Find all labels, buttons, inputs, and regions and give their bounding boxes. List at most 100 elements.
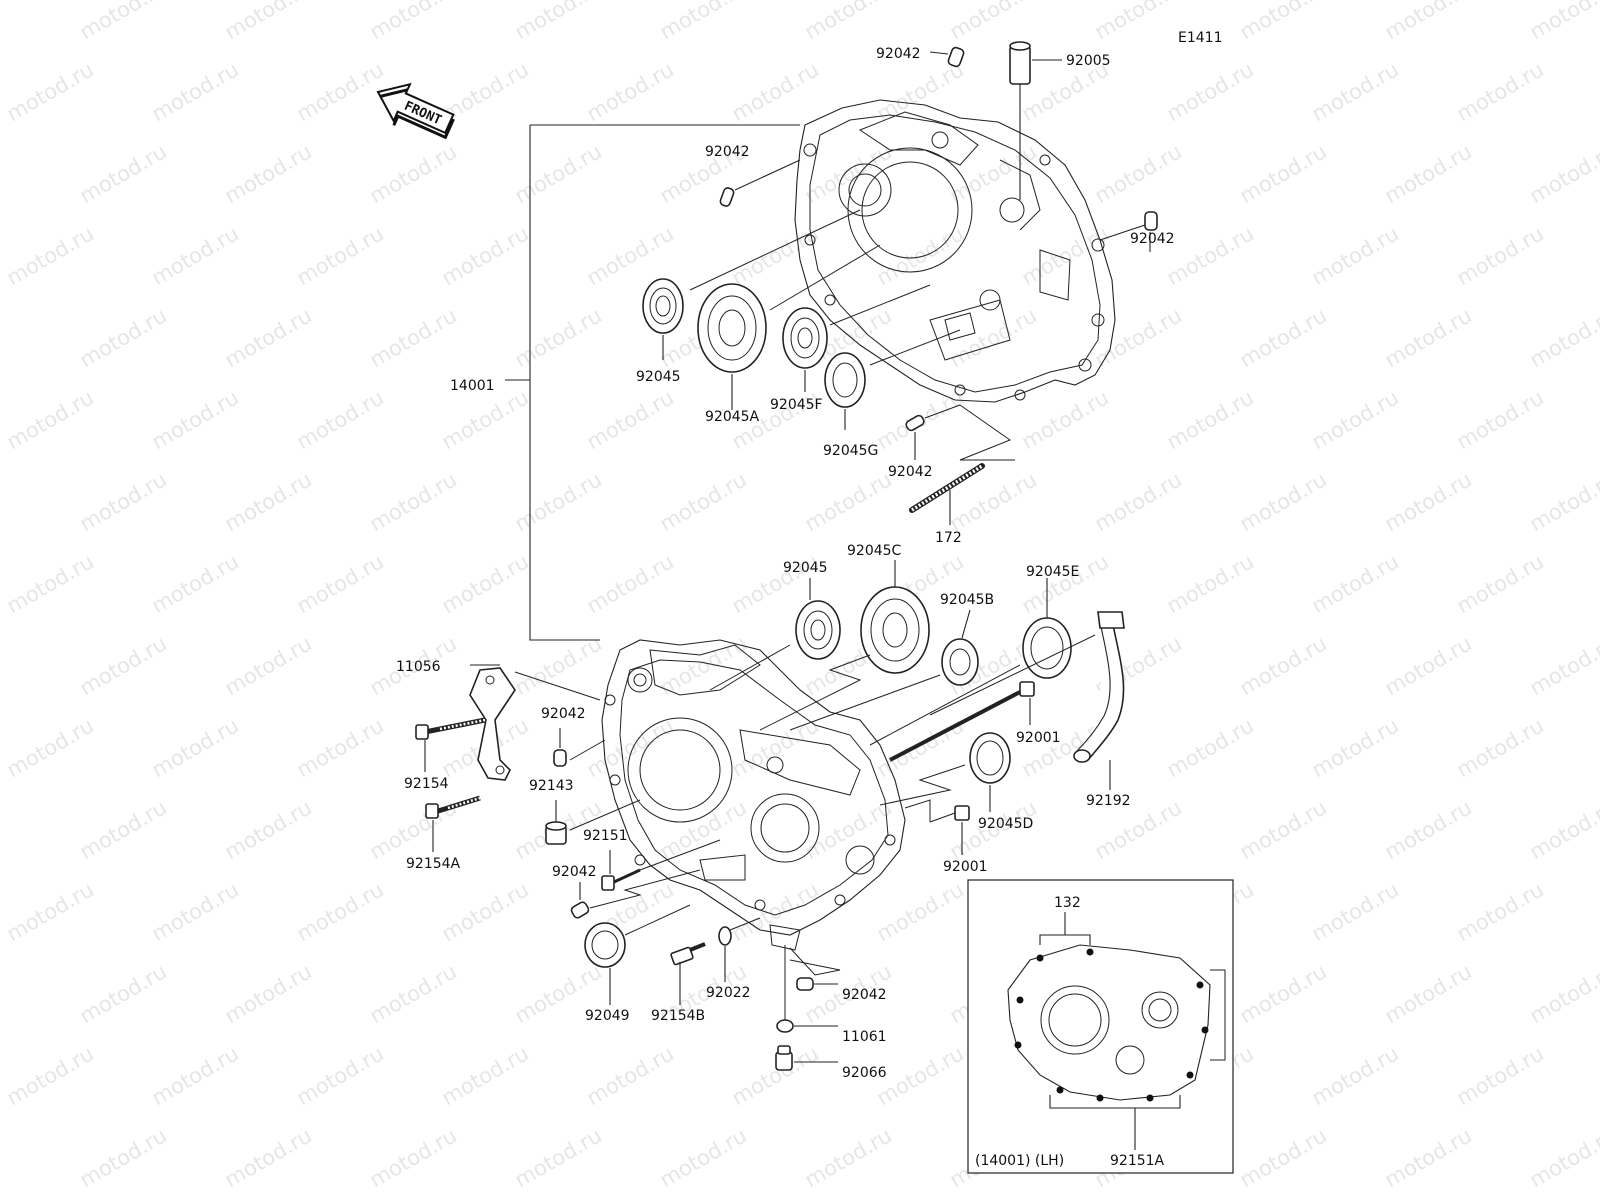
watermark-text: motod.ru [3, 57, 98, 126]
label-92049: 92049 [585, 1008, 630, 1024]
watermark-text: motod.ru [438, 1041, 533, 1110]
watermark-text: motod.ru [1308, 1041, 1403, 1110]
label-92045A: 92045A [705, 409, 760, 425]
label-172: 172 [935, 530, 962, 546]
watermark-text: motod.ru [801, 139, 896, 208]
part-92045D-seal [879, 732, 1011, 812]
label-92154A: 92154A [406, 856, 461, 872]
label-92045F: 92045F [770, 397, 823, 413]
watermark-text: motod.ru [293, 713, 388, 782]
part-92042-dowel-bottom [905, 404, 961, 460]
watermark-text: motod.ru [438, 221, 533, 290]
watermark-text: motod.ru [221, 467, 316, 536]
watermark-text: motod.ru [76, 959, 171, 1028]
part-92045G-bearing [824, 329, 961, 430]
watermark-text: motod.ru [728, 1041, 823, 1110]
watermark-text: motod.ru [76, 631, 171, 700]
watermark-text: motod.ru [76, 467, 171, 536]
label-92045E: 92045E [1026, 564, 1079, 580]
watermark-text: motod.ru [1381, 959, 1476, 1028]
watermark-text: motod.ru [656, 467, 751, 536]
watermark-text: motod.ru [873, 713, 968, 782]
watermark-text: motod.ru [1308, 221, 1403, 290]
watermark-text: motod.ru [801, 1123, 896, 1192]
label-92001: 92001 [1016, 730, 1061, 746]
inset-lh-crankcase [967, 879, 1234, 1174]
part-92154B-fitting [670, 942, 706, 1005]
watermark-text: motod.ru [1236, 795, 1331, 864]
label-92143: 92143 [529, 778, 574, 794]
watermark-text: motod.ru [1236, 139, 1331, 208]
label-92001: 92001 [943, 859, 988, 875]
watermark-text: motod.ru [221, 1123, 316, 1192]
label-92151: 92151 [583, 828, 628, 844]
watermark-text: motod.ru [3, 385, 98, 454]
upper-crankcase-half [794, 99, 1116, 403]
watermark-text: motod.ru [1308, 385, 1403, 454]
lower-crankcase-half [601, 639, 906, 951]
watermark-text: motod.ru [1453, 221, 1548, 290]
part-92045E-seal [869, 578, 1072, 746]
part-92045A-bearing [697, 244, 881, 410]
watermark-text: motod.ru [583, 713, 678, 782]
part-92001-bolt-upper [889, 681, 1035, 762]
watermark-text: motod.ru [1236, 631, 1331, 700]
part-92192-hose [929, 611, 1125, 790]
part-92042-dowel-right [1099, 211, 1158, 252]
label-92042: 92042 [876, 46, 921, 62]
watermark-text: motod.ru [873, 877, 968, 946]
watermark-text: motod.ru [1091, 303, 1186, 372]
watermark-text: motod.ru [1308, 877, 1403, 946]
watermark-text: motod.ru [1091, 467, 1186, 536]
label-92045B: 92045B [940, 592, 994, 608]
watermark-text: motod.ru [1236, 959, 1331, 1028]
label-92151A: 92151A [1110, 1153, 1165, 1169]
watermark-text: motod.ru [148, 1041, 243, 1110]
watermark-text: motod.ru [438, 549, 533, 618]
label-92042: 92042 [1130, 231, 1175, 247]
watermark-text: motod.ru [148, 57, 243, 126]
watermark-text: motod.ru [1163, 549, 1258, 618]
watermark-text: motod.ru [148, 877, 243, 946]
diagram-code: E1411 [1178, 30, 1222, 46]
label-92192: 92192 [1086, 793, 1131, 809]
watermark-text: motod.ru [801, 467, 896, 536]
part-92001-bolt-lower [904, 799, 970, 855]
label-92022: 92022 [706, 985, 751, 1001]
watermark-text: motod.ru [1381, 0, 1476, 44]
part-92042-dowel-left [719, 159, 801, 207]
watermark-text: motod.ru [511, 631, 606, 700]
label-11061: 11061 [842, 1029, 887, 1045]
watermark-text: motod.ru [511, 303, 606, 372]
label-92042: 92042 [842, 987, 887, 1003]
watermark-text: motod.ru [221, 631, 316, 700]
watermark-text: motod.ru [728, 221, 823, 290]
watermark-text: motod.ru [1091, 139, 1186, 208]
label-92042: 92042 [705, 144, 750, 160]
watermark-text: motod.ru [3, 713, 98, 782]
watermark-text: motod.ru [293, 385, 388, 454]
watermark-text: motod.ru [1526, 795, 1600, 864]
label-11056: 11056 [396, 659, 441, 675]
watermark-text: motod.ru [656, 1123, 751, 1192]
watermark-text: motod.ru [3, 549, 98, 618]
watermark-text: motod.ru [438, 877, 533, 946]
watermark-text: motod.ru [511, 0, 606, 44]
label-92154B: 92154B [651, 1008, 705, 1024]
watermark-text: motod.ru [1526, 959, 1600, 1028]
watermark-layer: motod.ru motod.ru motod.ru motod.ru motod.ru… [3, 0, 1600, 1192]
watermark-text: motod.ru [3, 221, 98, 290]
watermark-text: motod.ru [221, 795, 316, 864]
watermark-text: motod.ru [728, 877, 823, 946]
watermark-text: motod.ru [801, 795, 896, 864]
watermark-text: motod.ru [148, 221, 243, 290]
watermark-text: motod.ru [1381, 139, 1476, 208]
watermark-text: motod.ru [3, 1041, 98, 1110]
watermark-text: motod.ru [1236, 0, 1331, 44]
watermark-text: motod.ru [366, 139, 461, 208]
label-92045: 92045 [783, 560, 828, 576]
label-92154: 92154 [404, 776, 449, 792]
watermark-text: motod.ru [1163, 713, 1258, 782]
part-92005-fitting [1009, 41, 1062, 200]
label-92045: 92045 [636, 369, 681, 385]
